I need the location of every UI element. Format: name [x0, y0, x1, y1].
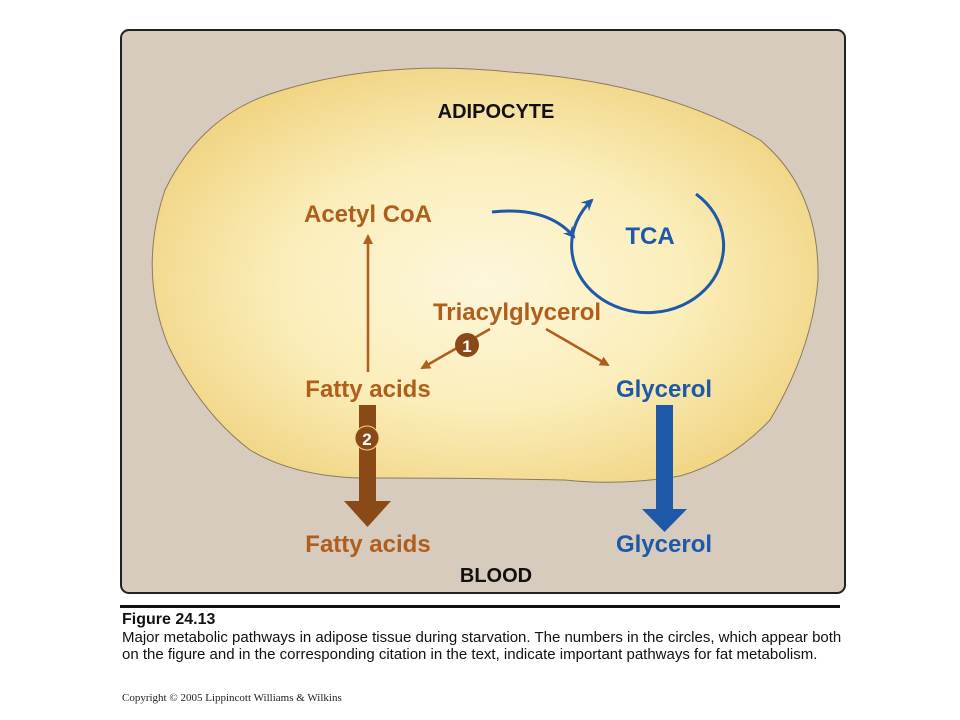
glycerol-cell-label: Glycerol — [616, 376, 712, 403]
glycerol-blood-label: Glycerol — [616, 531, 712, 558]
tca-label: TCA — [625, 223, 674, 250]
blood-label: BLOOD — [460, 565, 532, 587]
step-2-number: 2 — [362, 430, 371, 449]
caption-divider — [120, 605, 840, 608]
copyright-notice: Copyright © 2005 Lippincott Williams & W… — [122, 692, 342, 704]
adipose-pathway-diagram: ADIPOCYTE TCA Acetyl CoA Triacylglycerol… — [120, 29, 846, 594]
glycerol-release-arrow — [642, 405, 687, 532]
fatty-acids-blood-label: Fatty acids — [305, 531, 430, 558]
figure-caption: Major metabolic pathways in adipose tiss… — [122, 629, 842, 663]
triacylglycerol-label: Triacylglycerol — [433, 299, 601, 326]
step-1-marker — [455, 333, 479, 357]
tca-cycle-circle — [570, 192, 726, 315]
triacylglycerol-to-glycerol-arrow — [545, 327, 610, 367]
adipocyte-cell — [151, 67, 819, 483]
acetyl-coa-label: Acetyl CoA — [304, 201, 432, 228]
adipocyte-label: ADIPOCYTE — [438, 101, 555, 123]
acetyl-coa-to-tca-arrow — [491, 209, 576, 239]
figure-title: Figure 24.13 — [122, 611, 216, 628]
fatty-acids-cell-label: Fatty acids — [305, 376, 430, 403]
step-2-marker — [354, 425, 380, 451]
step-1-number: 1 — [462, 337, 471, 356]
